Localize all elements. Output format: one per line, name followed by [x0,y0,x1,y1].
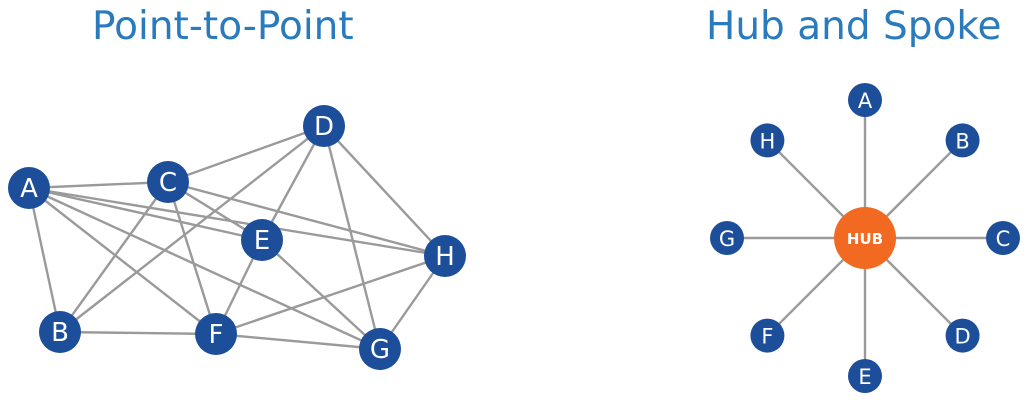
p2p-node-e: E [241,219,283,261]
edge-b-f [59,330,217,336]
node-label: C [996,227,1011,251]
node-label: H [760,129,776,153]
node-label: A [20,174,38,204]
node-circle [945,318,980,353]
spoke-node-d: D [945,318,980,353]
edge-c-b [59,181,169,333]
edge-d-g [322,125,382,350]
node-label: D [954,325,970,349]
point-to-point-title: Point-to-Point [92,4,354,49]
node-circle [8,167,50,209]
edge-c-d [167,124,325,184]
node-circle [750,123,785,158]
spoke-node-c: C [986,221,1020,255]
p2p-node-g: G [359,328,401,370]
node-circle [39,311,81,353]
node-circle [147,161,189,203]
edge-a-g [28,186,381,351]
edge-c-h [167,180,446,258]
hub-spoke-nodes: A B C D E F G H HUB [710,83,1020,393]
point-to-point-edges [27,124,446,351]
spoke-node-h: H [750,123,785,158]
hub-and-spoke-title: Hub and Spoke [706,4,1002,49]
node-circle [241,219,283,261]
edge-f-h [215,254,446,336]
node-label: D [314,112,334,142]
spoke-node-a: A [848,83,882,117]
node-circle [195,313,237,355]
edge-e-g [261,239,381,350]
node-label: B [51,318,69,348]
node-label: G [370,335,390,365]
point-to-point-nodes: A B C D E F G H [8,105,466,370]
spoke-node-f: F [750,318,785,353]
node-label: G [719,227,735,251]
edge-c-f [166,181,218,335]
edge-a-h [28,186,446,258]
node-circle [848,83,882,117]
p2p-node-h: H [424,235,466,277]
hub-circle [834,207,896,269]
spoke-node-b: B [945,123,980,158]
spoke-node-g: G [710,221,744,255]
edge-d-b [59,125,325,333]
node-label: F [209,320,224,350]
node-circle [424,235,466,277]
node-circle [303,105,345,147]
edge-f-g [215,332,381,351]
node-circle [986,221,1020,255]
hub-label: HUB [847,230,883,248]
edge-d-e [260,125,326,241]
node-label: C [159,168,177,198]
spoke-node-e: E [848,359,882,393]
edge-d-h [323,125,446,257]
node-circle [945,123,980,158]
node-label: F [761,325,773,349]
node-circle [848,359,882,393]
p2p-node-a: A [8,167,50,209]
p2p-node-b: B [39,311,81,353]
edge-a-f [28,187,217,335]
node-circle [359,328,401,370]
p2p-node-c: C [147,161,189,203]
p2p-node-f: F [195,313,237,355]
node-label: A [858,89,873,113]
hub-node: HUB [834,207,896,269]
node-label: H [435,242,455,272]
node-label: E [858,365,871,389]
node-label: E [254,226,270,256]
node-circle [750,318,785,353]
node-circle [710,221,744,255]
p2p-node-d: D [303,105,345,147]
node-label: B [955,129,969,153]
edge-a-b [27,187,62,333]
edge-a-c [28,180,169,190]
